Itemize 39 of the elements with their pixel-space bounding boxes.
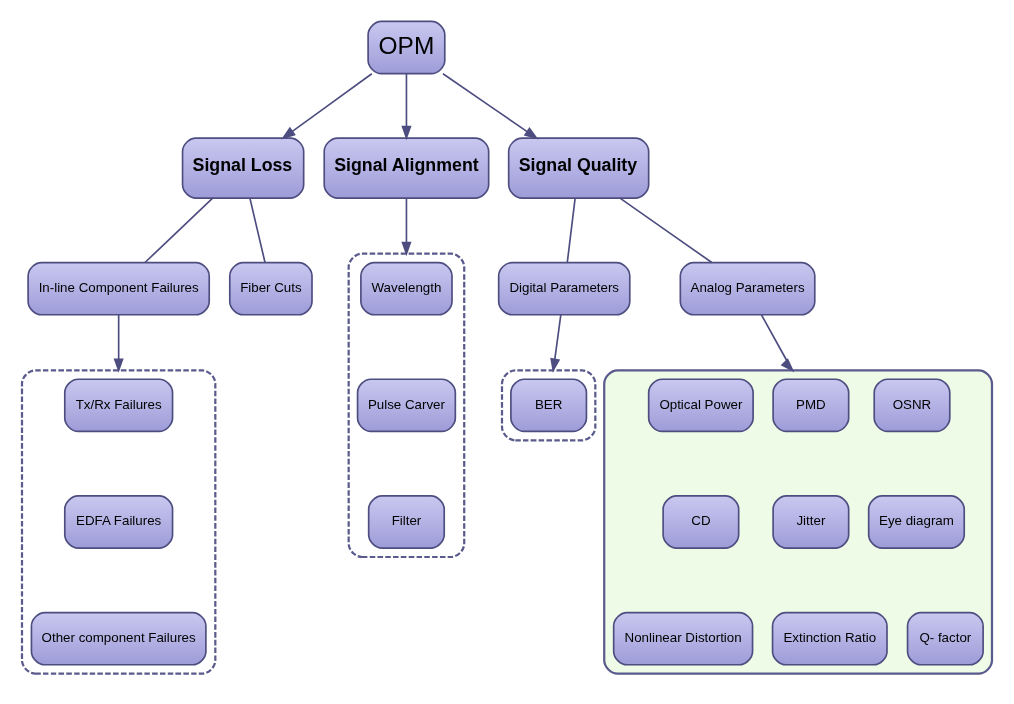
node-box: EDFA Failures	[63, 495, 174, 549]
node-box: OSNR	[873, 378, 951, 433]
node-box: In-line Component Failures	[27, 261, 211, 316]
cluster	[500, 369, 597, 442]
node-box: Signal Alignment	[323, 137, 490, 199]
node-box: Analog Parameters	[679, 261, 816, 316]
cluster	[603, 369, 994, 675]
node-box: OPM	[367, 20, 446, 75]
node-box: Jitter	[772, 495, 850, 549]
node-box: Signal Quality	[507, 137, 650, 199]
node-box: Tx/Rx Failures	[63, 378, 174, 433]
node-box: Eye diagram	[867, 495, 966, 549]
arrow	[401, 197, 412, 257]
node-box: Wavelength	[360, 261, 453, 316]
arrow	[113, 314, 124, 373]
node-box: BER	[510, 378, 588, 433]
arrow	[550, 314, 562, 373]
connector	[249, 197, 266, 264]
node-box: PMD	[772, 378, 850, 433]
connector	[566, 197, 576, 264]
arrow	[760, 314, 795, 373]
node-box: Filter	[367, 495, 446, 549]
arrow	[442, 72, 539, 140]
node-box: Pulse Carver	[356, 378, 457, 433]
arrow	[401, 72, 412, 141]
node-box: Extinction Ratio	[771, 611, 888, 666]
connector	[144, 197, 214, 264]
node-box: Optical Power	[647, 378, 754, 433]
node-box: Q- factor	[906, 611, 984, 666]
cluster	[347, 252, 466, 559]
connector	[619, 197, 713, 264]
node-box: CD	[662, 495, 740, 549]
node-box: Nonlinear Distortion	[612, 611, 754, 666]
node-box: Digital Parameters	[497, 261, 631, 316]
node-box: Fiber Cuts	[228, 261, 313, 316]
node-box: Other component Failures	[30, 611, 207, 666]
arrow	[281, 72, 373, 140]
cluster	[20, 369, 217, 675]
node-box: Signal Loss	[181, 137, 305, 199]
